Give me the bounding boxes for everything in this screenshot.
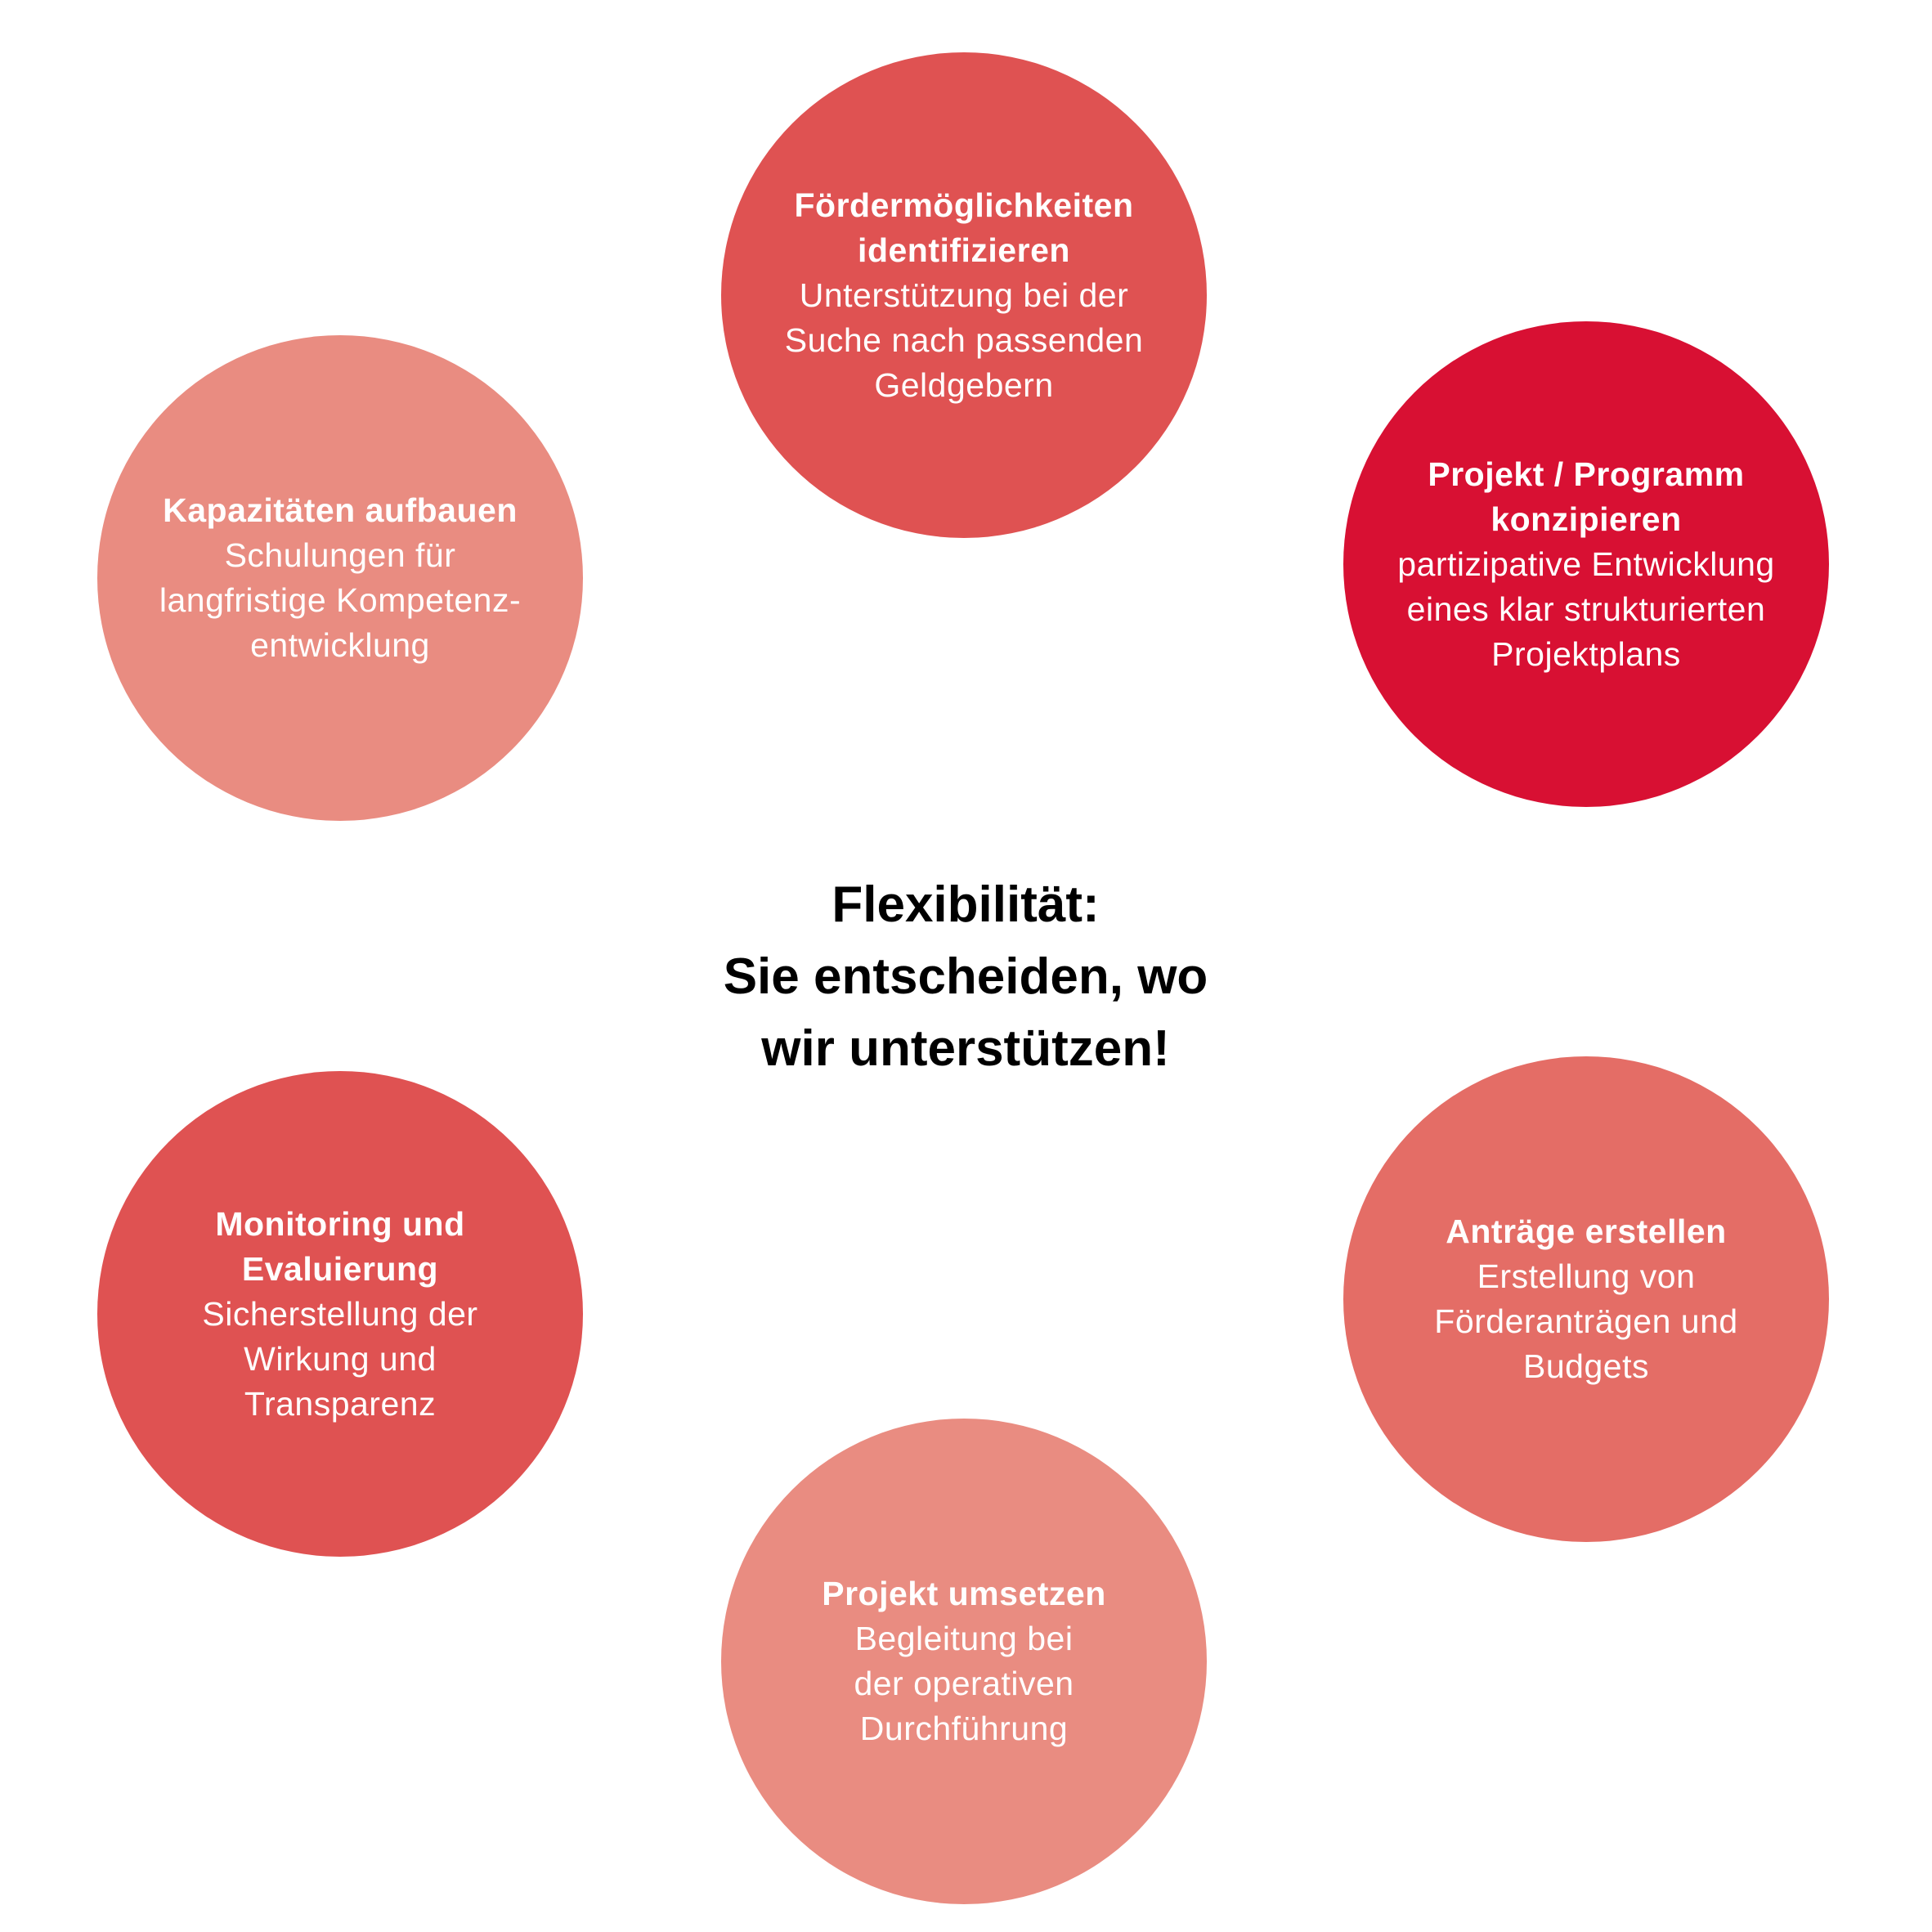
circle-antraege-erstellen: Anträge erstellen Erstellung von Fördera…: [1343, 1056, 1829, 1542]
circle-foerdermoeglichkeiten: Fördermöglichkeiten identifizieren Unter…: [721, 52, 1207, 538]
circle-title: Fördermöglichkeiten identifizieren: [794, 186, 1134, 269]
circle-description: partizipative Entwicklung eines klar str…: [1397, 545, 1775, 673]
circle-description: Sicherstellung der Wirkung und Transpare…: [202, 1294, 478, 1423]
circle-title: Monitoring und Evaluierung: [215, 1204, 465, 1288]
circle-description: Schulungen für langfristige Kompetenz- e…: [159, 536, 522, 664]
circle-title: Projekt / Programm konzipieren: [1428, 455, 1745, 538]
circle-title: Projekt umsetzen: [822, 1575, 1106, 1612]
circle-projekt-konzipieren: Projekt / Programm konzipieren partizipa…: [1343, 321, 1829, 807]
center-title: Flexibilität: Sie entscheiden, wo wir un…: [723, 876, 1208, 1077]
circle-description: Unterstützung bei der Suche nach passend…: [784, 276, 1144, 404]
circle-description: Begleitung bei der operativen Durchführu…: [854, 1620, 1074, 1747]
circle-monitoring: Monitoring und Evaluierung Sicherstellun…: [97, 1071, 583, 1557]
circle-projekt-umsetzen: Projekt umsetzen Begleitung bei der oper…: [721, 1419, 1207, 1904]
circle-description: Erstellung von Förderanträgen und Budget…: [1434, 1257, 1738, 1385]
circle-title: Kapazitäten aufbauen: [163, 491, 518, 529]
circle-kapazitaeten: Kapazitäten aufbauen Schulungen für lang…: [97, 335, 583, 821]
circle-title: Anträge erstellen: [1446, 1213, 1727, 1250]
